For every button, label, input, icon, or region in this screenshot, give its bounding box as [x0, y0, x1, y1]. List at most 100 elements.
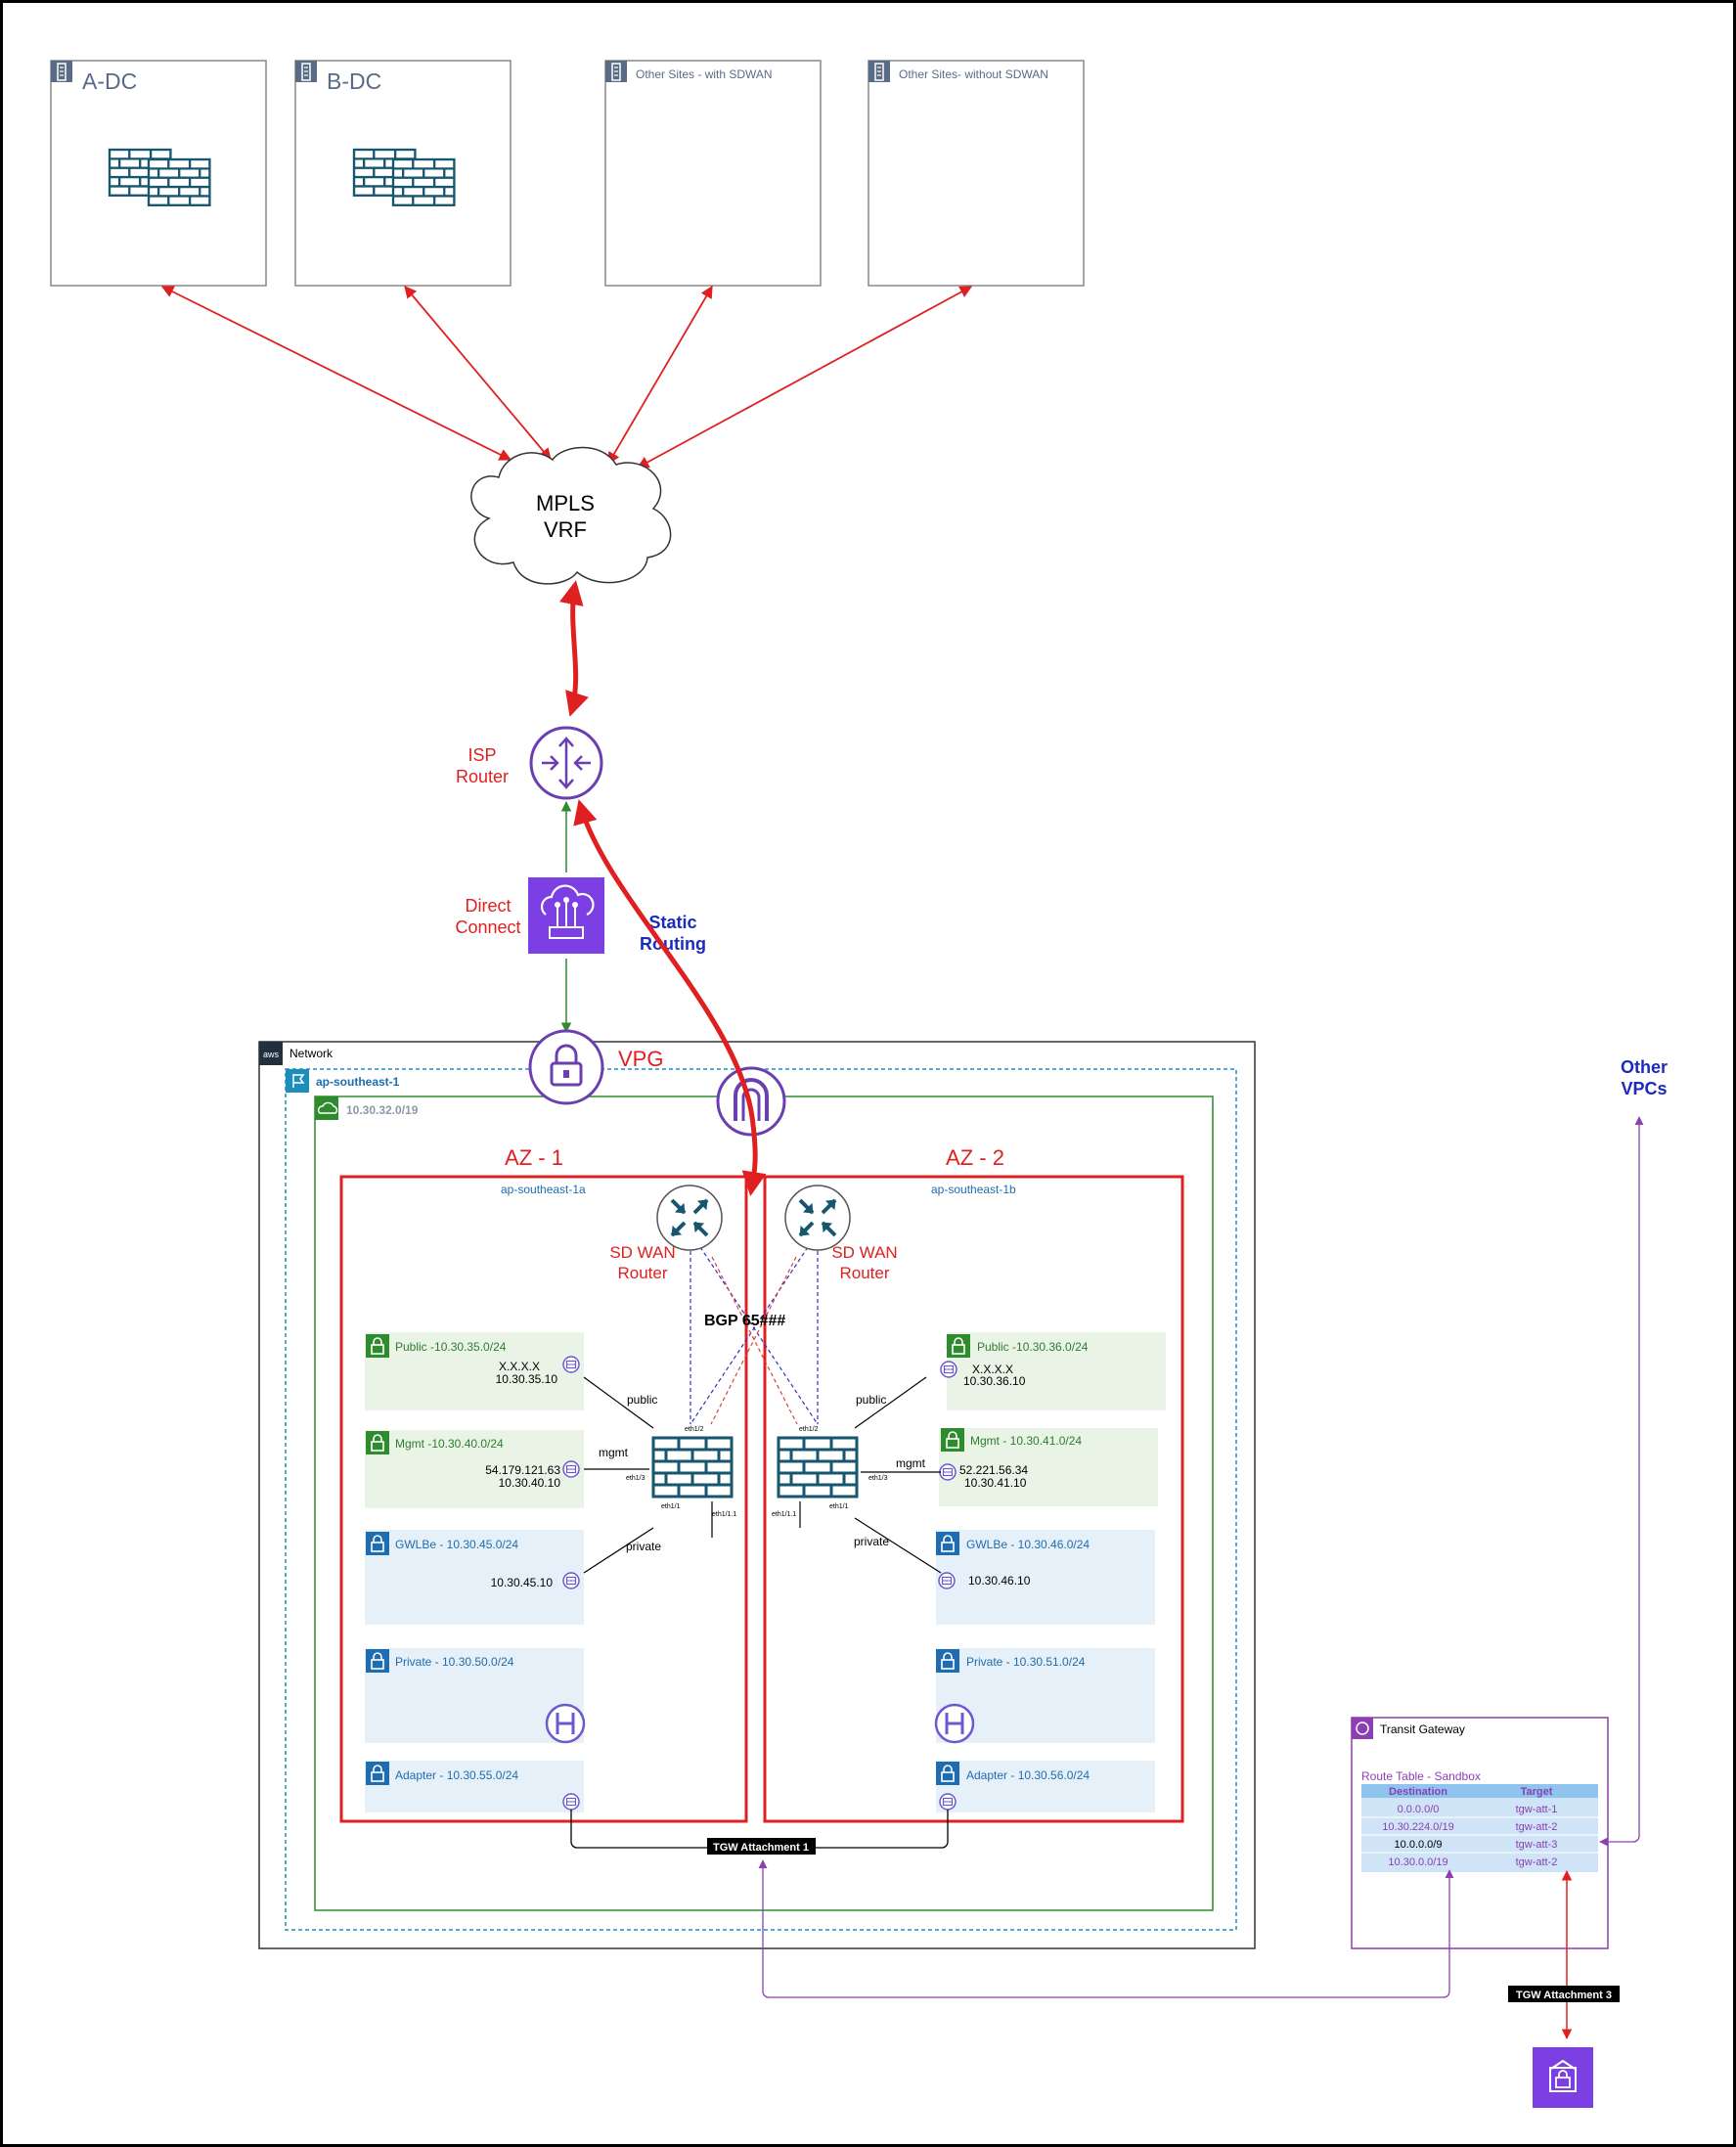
- site-other-no-sdwan: Other Sites- without SDWAN: [868, 60, 1085, 287]
- az1-mgmt-name: Mgmt -10.30.40.0/24: [395, 1437, 504, 1451]
- az1-public-name: Public -10.30.35.0/24: [395, 1340, 507, 1354]
- route-row: 0.0.0.0/0: [1398, 1804, 1440, 1815]
- svg-text:eth1/3: eth1/3: [626, 1475, 645, 1482]
- az2-gwlbe-subnet: [936, 1530, 1155, 1625]
- isp-router-label: Router: [456, 767, 509, 786]
- lock-icon: [935, 1531, 960, 1556]
- lock-icon: [365, 1333, 390, 1359]
- site-b-dc: B-DC: [294, 60, 512, 287]
- az2-public-name: Public -10.30.36.0/24: [977, 1340, 1089, 1354]
- az1-adapter-subnet: [365, 1761, 584, 1812]
- mpls-links: [160, 285, 973, 469]
- az2-adapter-name: Adapter - 10.30.56.0/24: [966, 1768, 1090, 1782]
- building-icon: [294, 60, 318, 83]
- other-vpcs-label2: VPCs: [1621, 1079, 1667, 1098]
- svg-text:10.30.35.10: 10.30.35.10: [496, 1372, 558, 1386]
- building-icon: [868, 60, 891, 83]
- lock-icon: [946, 1333, 971, 1359]
- mpls-cloud: MPLS VRF: [470, 446, 672, 585]
- eni-icon: [939, 1463, 957, 1481]
- svg-text:10.30.40.10: 10.30.40.10: [499, 1476, 561, 1490]
- svg-text:eth1/3: eth1/3: [868, 1475, 888, 1482]
- az2-box: [763, 1175, 1184, 1823]
- tgw-attach1-route-link: [758, 1859, 1454, 1998]
- other-vpcs-link: [1599, 1116, 1644, 1847]
- site-a-dc: A-DC: [50, 60, 267, 287]
- mpls-isp-link: [558, 580, 589, 717]
- svg-text:aws: aws: [263, 1050, 280, 1059]
- eni-icon: [562, 1356, 580, 1373]
- svg-text:eth1/1.1: eth1/1.1: [772, 1511, 796, 1518]
- region-label: ap-southeast-1: [316, 1075, 400, 1089]
- eni-icon: [940, 1361, 957, 1378]
- svg-text:mgmt: mgmt: [896, 1456, 926, 1470]
- lock-icon: [365, 1648, 390, 1674]
- lock-icon: [365, 1430, 390, 1455]
- isp-router: ISP Router: [456, 726, 603, 800]
- az1-public-subnet: [365, 1332, 584, 1410]
- static-label: Static: [648, 913, 696, 932]
- az2-gwlbe-name: GWLBe - 10.30.46.0/24: [966, 1538, 1090, 1551]
- svg-text:TGW Attachment 3: TGW Attachment 3: [1516, 1990, 1612, 2001]
- az2-private-name: Private - 10.30.51.0/24: [966, 1655, 1086, 1669]
- svg-text:TGW Attachment 1: TGW Attachment 1: [713, 1842, 809, 1854]
- building-icon: [50, 60, 73, 83]
- svg-text:eth1/1: eth1/1: [829, 1503, 849, 1510]
- firewall-links: [583, 1376, 942, 1574]
- routing-label: Routing: [640, 934, 706, 954]
- svg-text:eth1/1.1: eth1/1.1: [712, 1511, 736, 1518]
- svg-text:tgw-att-3: tgw-att-3: [1516, 1839, 1558, 1851]
- eni-icon: [562, 1793, 580, 1811]
- site-b-dc-label: B-DC: [327, 68, 381, 94]
- sdwan-router-1-icon: [655, 1184, 724, 1252]
- az2-mgmt-name: Mgmt - 10.30.41.0/24: [970, 1434, 1082, 1448]
- svg-text:X.X.X.X: X.X.X.X: [499, 1360, 540, 1373]
- az1-zone: ap-southeast-1a: [501, 1183, 586, 1196]
- other-vpcs-label1: Other: [1621, 1057, 1668, 1077]
- tgw-attach3-badge: [1508, 1986, 1620, 2002]
- firewall-icon: [391, 157, 456, 206]
- svg-text:10.30.41.10: 10.30.41.10: [964, 1476, 1027, 1490]
- lock-icon: [365, 1531, 390, 1556]
- route-row: 10.0.0.0/9: [1395, 1839, 1443, 1851]
- gwlb-endpoint-icon: [934, 1703, 975, 1744]
- svg-text:54.179.121.63: 54.179.121.63: [485, 1463, 560, 1477]
- lock-icon: [935, 1761, 960, 1786]
- az1-router-label1: SD WAN: [609, 1243, 675, 1262]
- route-row: 10.30.0.0/19: [1388, 1856, 1447, 1868]
- az2-title: AZ - 2: [946, 1145, 1004, 1170]
- site-other-no-sdwan-label: Other Sites- without SDWAN: [899, 67, 1048, 81]
- svg-text:Target: Target: [1521, 1786, 1553, 1798]
- vrf-label: VRF: [544, 517, 587, 542]
- az1-private-name: Private - 10.30.50.0/24: [395, 1655, 514, 1669]
- az1-adapter-name: Adapter - 10.30.55.0/24: [395, 1768, 518, 1782]
- tgw-attach1-badge: [707, 1838, 816, 1855]
- lock-icon: [940, 1427, 965, 1453]
- az2-router-label2: Router: [839, 1264, 889, 1282]
- az1-gwlbe-name: GWLBe - 10.30.45.0/24: [395, 1538, 518, 1551]
- svg-text:private: private: [854, 1535, 889, 1548]
- az2-adapter-subnet: [936, 1761, 1155, 1812]
- svg-text:eth1/1: eth1/1: [661, 1503, 681, 1510]
- svg-text:public: public: [856, 1393, 886, 1407]
- az2-router-label1: SD WAN: [831, 1243, 897, 1262]
- svg-text:private: private: [626, 1540, 661, 1553]
- az1-gwlbe-subnet: [365, 1530, 584, 1625]
- static-route-link: [573, 799, 767, 1196]
- svg-text:tgw-att-2: tgw-att-2: [1516, 1856, 1558, 1868]
- vpn-gateway-icon: [1533, 2047, 1593, 2108]
- connect-label: Connect: [455, 917, 520, 937]
- firewall-1-icon: [651, 1436, 734, 1498]
- direct-connect: Direct Connect: [455, 877, 604, 954]
- network-label: Network: [289, 1047, 334, 1060]
- az2-mgmt-subnet: [939, 1428, 1158, 1506]
- vpc-cidr-label: 10.30.32.0/19: [346, 1103, 419, 1117]
- svg-text:X.X.X.X: X.X.X.X: [972, 1363, 1013, 1376]
- route-table-title: Route Table - Sandbox: [1361, 1769, 1481, 1783]
- svg-text:10.30.46.10: 10.30.46.10: [968, 1574, 1031, 1588]
- site-a-dc-label: A-DC: [82, 68, 137, 94]
- firewall-icon: [147, 157, 211, 206]
- eni-icon: [562, 1572, 580, 1589]
